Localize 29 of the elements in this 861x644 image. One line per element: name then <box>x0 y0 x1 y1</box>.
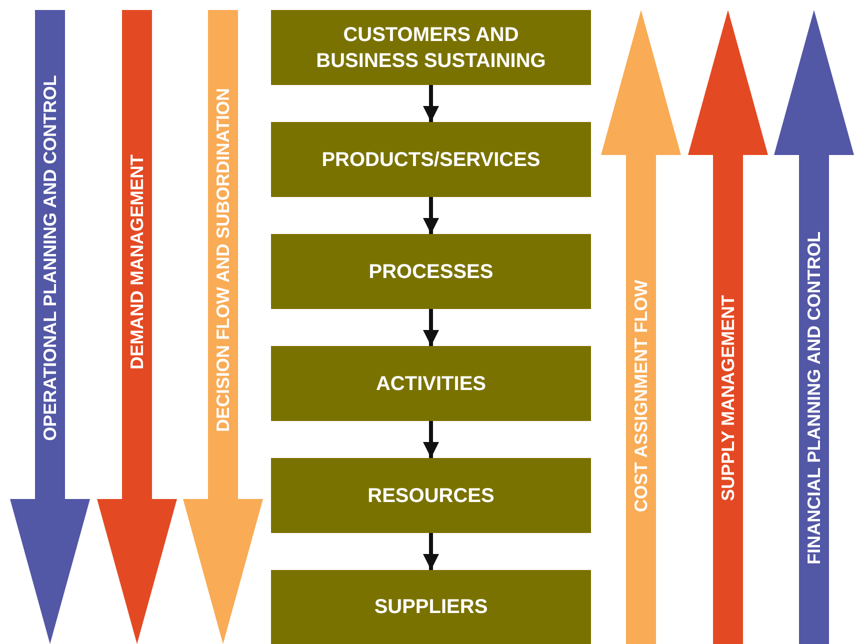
arrow <box>423 197 439 234</box>
flow-band <box>774 10 854 644</box>
process-box <box>271 458 591 533</box>
flow-band <box>183 10 263 644</box>
arrow-label: COST ASSIGNMENT FLOW <box>632 280 650 512</box>
process-box <box>271 10 591 85</box>
box-label: PRODUCTS/SERVICES <box>320 148 542 172</box>
process-box <box>271 122 591 197</box>
arrow <box>423 85 439 122</box>
arrow <box>423 309 439 346</box>
box-label: PROCESSES <box>368 260 494 284</box>
box-label: CUSTOMERS AND BUSINESS SUSTAINING <box>315 22 547 74</box>
flow-band <box>97 10 177 644</box>
process-box <box>271 346 591 421</box>
arrow-label: OPERATIONAL PLANNING AND CONTROL <box>41 75 59 441</box>
arrow-label: DECISION FLOW AND SUBORDINATION <box>214 88 232 432</box>
arrow-label: SUPPLY MANAGEMENT <box>719 294 737 502</box>
flow-band <box>688 10 768 644</box>
flow-band <box>601 10 681 644</box>
arrow-label: DEMAND MANAGEMENT <box>128 154 146 370</box>
arrow <box>423 421 439 458</box>
process-box <box>271 234 591 309</box>
box-label: ACTIVITIES <box>374 372 487 396</box>
box-label: SUPPLIERS <box>373 595 489 620</box>
arrow-label: FINANCIAL PLANNING AND CONTROL <box>805 232 823 564</box>
box-label: RESOURCES <box>366 484 496 508</box>
arrow <box>423 533 439 570</box>
process-box <box>271 570 591 644</box>
flow-band <box>10 10 90 644</box>
